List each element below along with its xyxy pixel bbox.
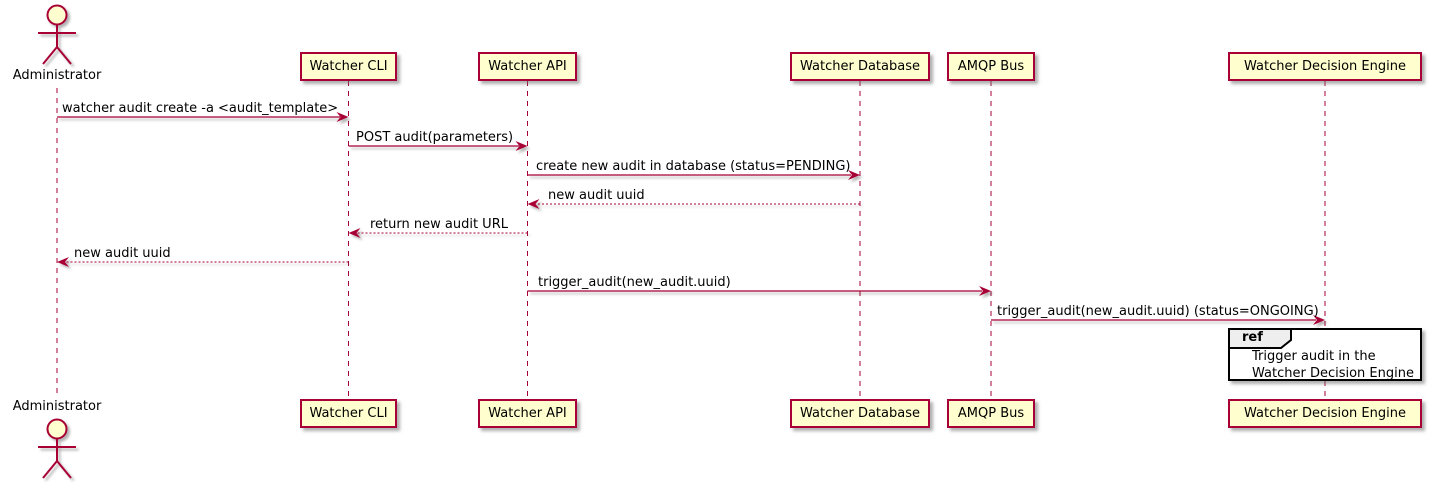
message-label-3: create new audit in database (status=PEN… bbox=[536, 159, 851, 174]
participant-watcher-database-top: Watcher Database bbox=[790, 52, 930, 81]
participant-watcher-database-bottom: Watcher Database bbox=[790, 399, 930, 428]
participant-watcher-decision-engine-bottom: Watcher Decision Engine bbox=[1228, 399, 1422, 428]
participant-watcher-cli-bottom: Watcher CLI bbox=[300, 399, 397, 428]
administrator-actor-icon-top bbox=[38, 4, 76, 65]
ref-frame: ref Trigger audit in the Watcher Decisio… bbox=[1228, 328, 1422, 381]
message-label-6: new audit uuid bbox=[74, 246, 171, 261]
administrator-label-top: Administrator bbox=[12, 68, 102, 83]
arrow-msg-5 bbox=[348, 228, 528, 238]
arrow-msg-6 bbox=[57, 257, 349, 267]
participant-watcher-api-top: Watcher API bbox=[478, 52, 577, 81]
arrow-msg-3 bbox=[527, 170, 860, 180]
participant-watcher-api-bottom: Watcher API bbox=[478, 399, 577, 428]
arrow-msg-2 bbox=[348, 141, 528, 151]
participant-watcher-cli-top: Watcher CLI bbox=[300, 52, 397, 81]
participant-amqp-bus-bottom: AMQP Bus bbox=[947, 399, 1035, 428]
message-label-2: POST audit(parameters) bbox=[356, 130, 514, 145]
arrow-msg-8 bbox=[991, 315, 1325, 325]
ref-tab-shape bbox=[1228, 328, 1292, 349]
ref-text-line-1: Trigger audit in the bbox=[1252, 349, 1376, 364]
message-label-4: new audit uuid bbox=[548, 188, 645, 203]
administrator-actor-icon-bottom bbox=[38, 418, 76, 479]
message-label-7: trigger_audit(new_audit.uuid) bbox=[538, 275, 731, 290]
message-arrows bbox=[57, 112, 1325, 325]
message-label-1: watcher audit create -a <audit_template> bbox=[62, 101, 339, 116]
arrow-msg-4 bbox=[527, 199, 860, 209]
message-label-5: return new audit URL bbox=[370, 217, 508, 232]
participant-amqp-bus-top: AMQP Bus bbox=[947, 52, 1035, 81]
message-label-8: trigger_audit(new_audit.uuid) (status=ON… bbox=[997, 304, 1319, 319]
ref-text-line-2: Watcher Decision Engine bbox=[1252, 366, 1414, 381]
ref-keyword: ref bbox=[1242, 330, 1263, 345]
arrow-msg-1 bbox=[57, 112, 349, 122]
arrow-msg-7 bbox=[527, 286, 991, 296]
lifelines bbox=[56, 81, 1326, 399]
participant-watcher-decision-engine-top: Watcher Decision Engine bbox=[1228, 52, 1422, 81]
administrator-label-bottom: Administrator bbox=[12, 399, 102, 414]
